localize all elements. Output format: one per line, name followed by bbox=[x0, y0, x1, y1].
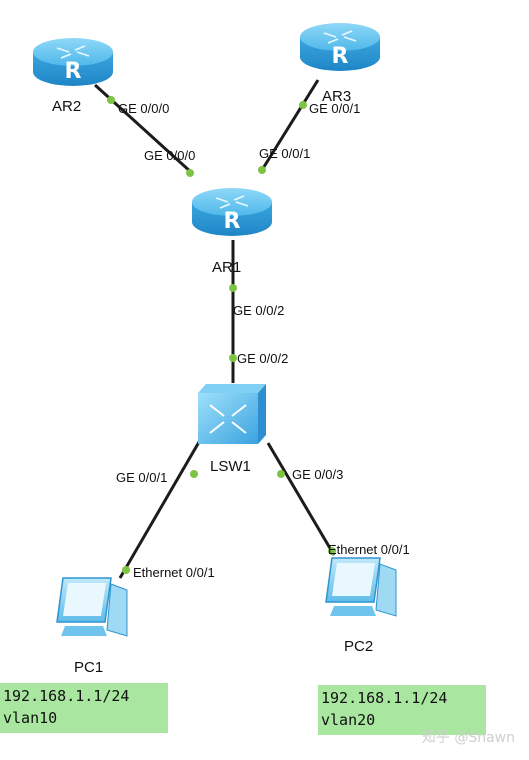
pc2-ip-note: 192.168.1.1/24 vlan20 bbox=[318, 685, 486, 735]
port-label: GE 0/0/1 bbox=[309, 101, 360, 116]
device-label-ar1: AR1 bbox=[212, 259, 241, 276]
port-label: GE 0/0/3 bbox=[292, 467, 343, 482]
pc1-ip-address: 192.168.1.1/24 bbox=[3, 687, 130, 705]
port-dot bbox=[328, 547, 336, 555]
pc1-ip-note: 192.168.1.1/24 vlan10 bbox=[0, 683, 168, 733]
port-dot bbox=[186, 169, 194, 177]
link-ar3-ar1 bbox=[260, 79, 320, 171]
links bbox=[93, 79, 336, 579]
device-label-pc1: PC1 bbox=[74, 659, 103, 676]
port-dot bbox=[107, 96, 115, 104]
port-label: GE 0/0/0 bbox=[118, 101, 169, 116]
port-label: GE 0/0/0 bbox=[144, 148, 195, 163]
port-label: Ethernet 0/0/1 bbox=[133, 565, 215, 580]
router-glyph: R bbox=[332, 44, 349, 69]
router-ar2[interactable]: R bbox=[33, 38, 113, 86]
port-label: GE 0/0/1 bbox=[259, 146, 310, 161]
router-arrows-icon bbox=[323, 30, 357, 44]
port-dot bbox=[277, 470, 285, 478]
link-lsw1-pc2 bbox=[266, 442, 336, 556]
router-ar3[interactable]: R bbox=[300, 23, 380, 71]
link-lsw1-pc1 bbox=[118, 441, 201, 579]
port-dot bbox=[122, 566, 130, 574]
port-dot bbox=[258, 166, 266, 174]
port-dot bbox=[229, 354, 237, 362]
pc2-ip-address: 192.168.1.1/24 bbox=[321, 689, 448, 707]
port-label: GE 0/0/2 bbox=[237, 351, 288, 366]
port-dot bbox=[229, 284, 237, 292]
router-ar1[interactable]: R bbox=[192, 188, 272, 236]
port-dot bbox=[299, 101, 307, 109]
device-label-ar3: AR3 bbox=[322, 88, 351, 105]
router-glyph: R bbox=[224, 209, 241, 234]
port-dot bbox=[190, 470, 198, 478]
device-label-pc2: PC2 bbox=[344, 638, 373, 655]
watermark: 知乎 @Shawn bbox=[421, 730, 515, 746]
switch-arrows-icon bbox=[209, 404, 247, 434]
router-glyph: R bbox=[65, 59, 82, 84]
port-dots bbox=[107, 96, 336, 574]
switch-lsw1[interactable] bbox=[198, 384, 266, 444]
port-label: GE 0/0/1 bbox=[116, 470, 167, 485]
router-arrows-icon bbox=[215, 195, 249, 209]
pc-1[interactable] bbox=[56, 577, 128, 637]
device-label-ar2: AR2 bbox=[52, 98, 81, 115]
pc-2[interactable] bbox=[325, 557, 397, 617]
pc1-vlan: vlan10 bbox=[3, 709, 58, 727]
port-label: GE 0/0/2 bbox=[233, 303, 284, 318]
port-label: Ethernet 0/0/1 bbox=[328, 542, 410, 557]
device-label-lsw1: LSW1 bbox=[210, 458, 251, 475]
router-arrows-icon bbox=[56, 45, 90, 59]
pc2-vlan: vlan20 bbox=[321, 711, 376, 729]
